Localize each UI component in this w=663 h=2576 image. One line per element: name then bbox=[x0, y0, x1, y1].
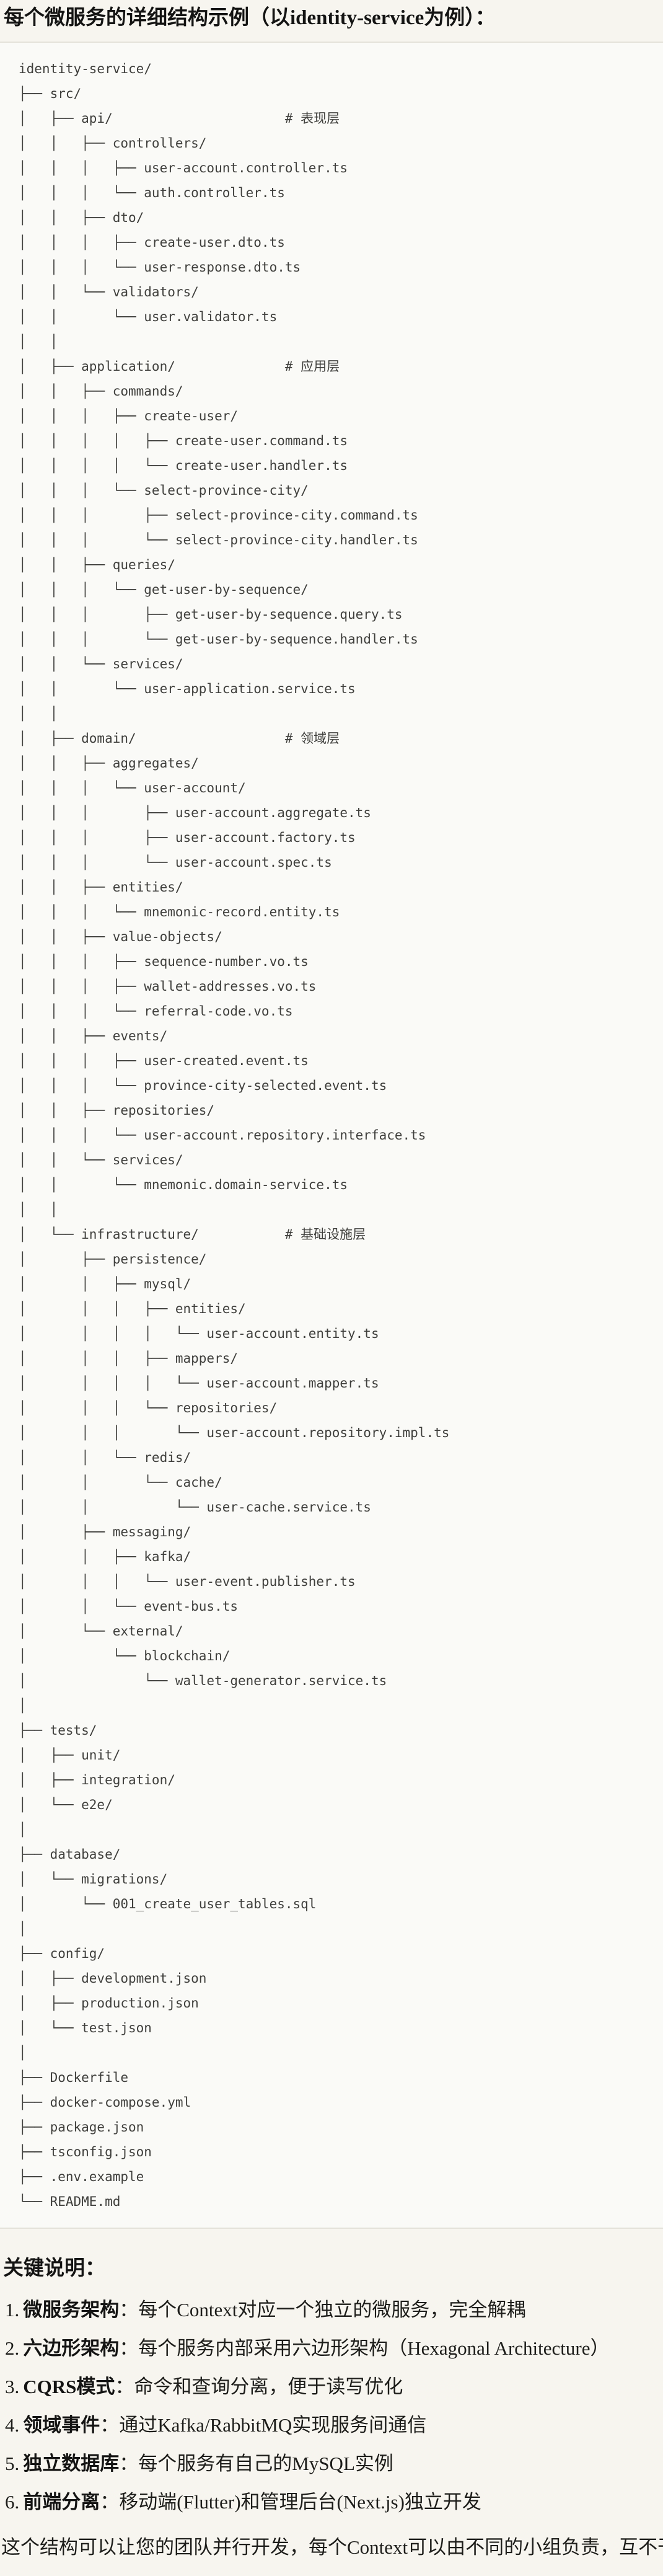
note-desc: ：命令和查询分离，便于读写优化 bbox=[115, 2375, 403, 2397]
note-term: 六边形架构 bbox=[23, 2337, 120, 2359]
note-desc: ：每个Context对应一个独立的微服务，完全解耦 bbox=[119, 2298, 526, 2321]
note-item-cqrs: 3.CQRS模式：命令和查询分离，便于读写优化 bbox=[5, 2375, 663, 2399]
note-desc: ：每个服务有自己的MySQL实例 bbox=[119, 2452, 393, 2474]
note-number: 4. bbox=[5, 2414, 20, 2436]
closing-paragraph: 这个结构可以让您的团队并行开发，每个Context可以由不同的小组负责，互不干扰… bbox=[1, 2536, 663, 2558]
note-number: 3. bbox=[5, 2375, 20, 2397]
note-term: 领域事件 bbox=[23, 2414, 100, 2436]
note-item-domain-events: 4.领域事件：通过Kafka/RabbitMQ实现服务间通信 bbox=[5, 2414, 663, 2437]
note-item-database: 5.独立数据库：每个服务有自己的MySQL实例 bbox=[5, 2452, 663, 2476]
page-title: 每个微服务的详细结构示例（以identity-service为例）： bbox=[4, 7, 496, 29]
note-item-frontend: 6.前端分离：移动端(Flutter)和管理后台(Next.js)独立开发 bbox=[5, 2490, 663, 2514]
code-block: identity-service/ ├── src/ │ ├── api/ # … bbox=[0, 41, 663, 2229]
notes-heading: 关键说明： bbox=[3, 2257, 105, 2280]
note-term: 前端分离 bbox=[23, 2490, 100, 2513]
note-desc: ：每个服务内部采用六边形架构（Hexagonal Architecture） bbox=[119, 2337, 610, 2359]
note-number: 5. bbox=[5, 2452, 20, 2474]
note-item-hexagonal: 2.六边形架构：每个服务内部采用六边形架构（Hexagonal Architec… bbox=[5, 2337, 663, 2360]
note-term: 微服务架构 bbox=[23, 2298, 120, 2321]
notes-list: 1.微服务架构：每个Context对应一个独立的微服务，完全解耦 2.六边形架构… bbox=[0, 2298, 663, 2514]
note-number: 6. bbox=[5, 2490, 20, 2513]
note-number: 2. bbox=[5, 2337, 20, 2359]
note-term: CQRS模式 bbox=[23, 2375, 115, 2397]
note-number: 1. bbox=[5, 2298, 20, 2321]
note-desc: ：移动端(Flutter)和管理后台(Next.js)独立开发 bbox=[100, 2490, 481, 2513]
note-item-microservices: 1.微服务架构：每个Context对应一个独立的微服务，完全解耦 bbox=[5, 2298, 663, 2322]
directory-tree: identity-service/ ├── src/ │ ├── api/ # … bbox=[19, 61, 450, 2209]
note-desc: ：通过Kafka/RabbitMQ实现服务间通信 bbox=[100, 2414, 427, 2436]
note-term: 独立数据库 bbox=[23, 2452, 120, 2474]
